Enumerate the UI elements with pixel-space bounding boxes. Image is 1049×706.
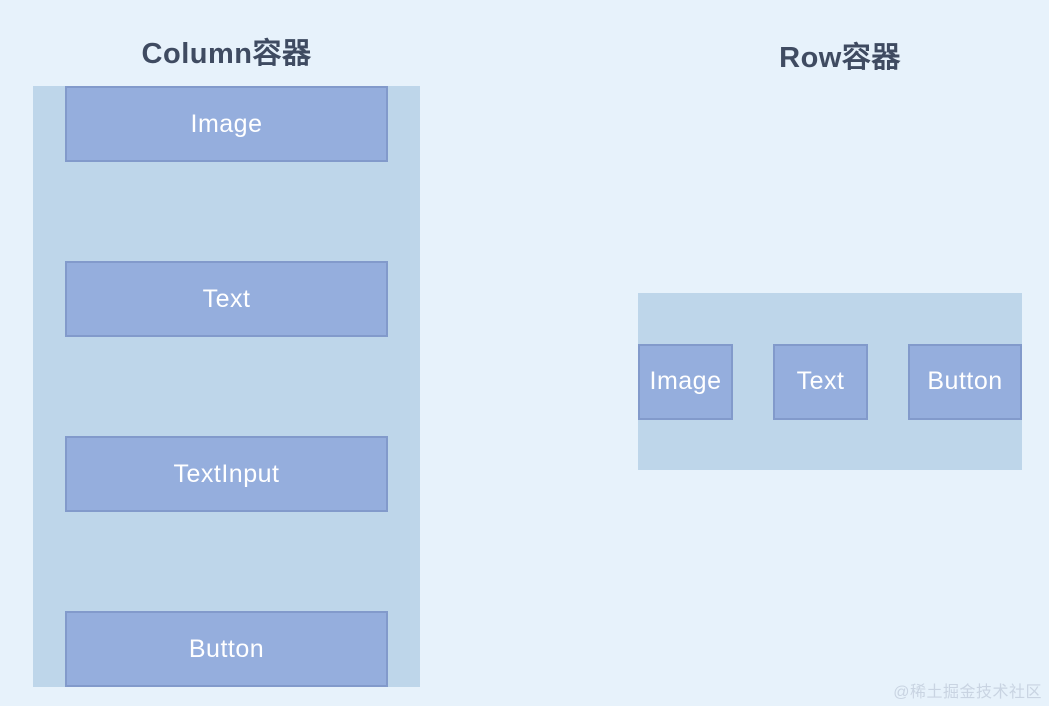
watermark: @稀土掘金技术社区: [893, 684, 1042, 701]
row-container-title: Row容器: [779, 42, 901, 74]
column-item-button: Button: [65, 611, 388, 687]
column-container: Image Text TextInput Button: [33, 86, 420, 687]
row-container: Image Text Button: [638, 293, 1022, 470]
row-item-button: Button: [908, 343, 1022, 420]
column-container-title: Column容器: [141, 38, 312, 70]
column-item-textinput: TextInput: [65, 436, 388, 512]
row-item-text: Text: [773, 343, 868, 420]
row-item-image: Image: [638, 343, 733, 420]
column-item-image: Image: [65, 86, 388, 162]
column-item-text: Text: [65, 261, 388, 337]
